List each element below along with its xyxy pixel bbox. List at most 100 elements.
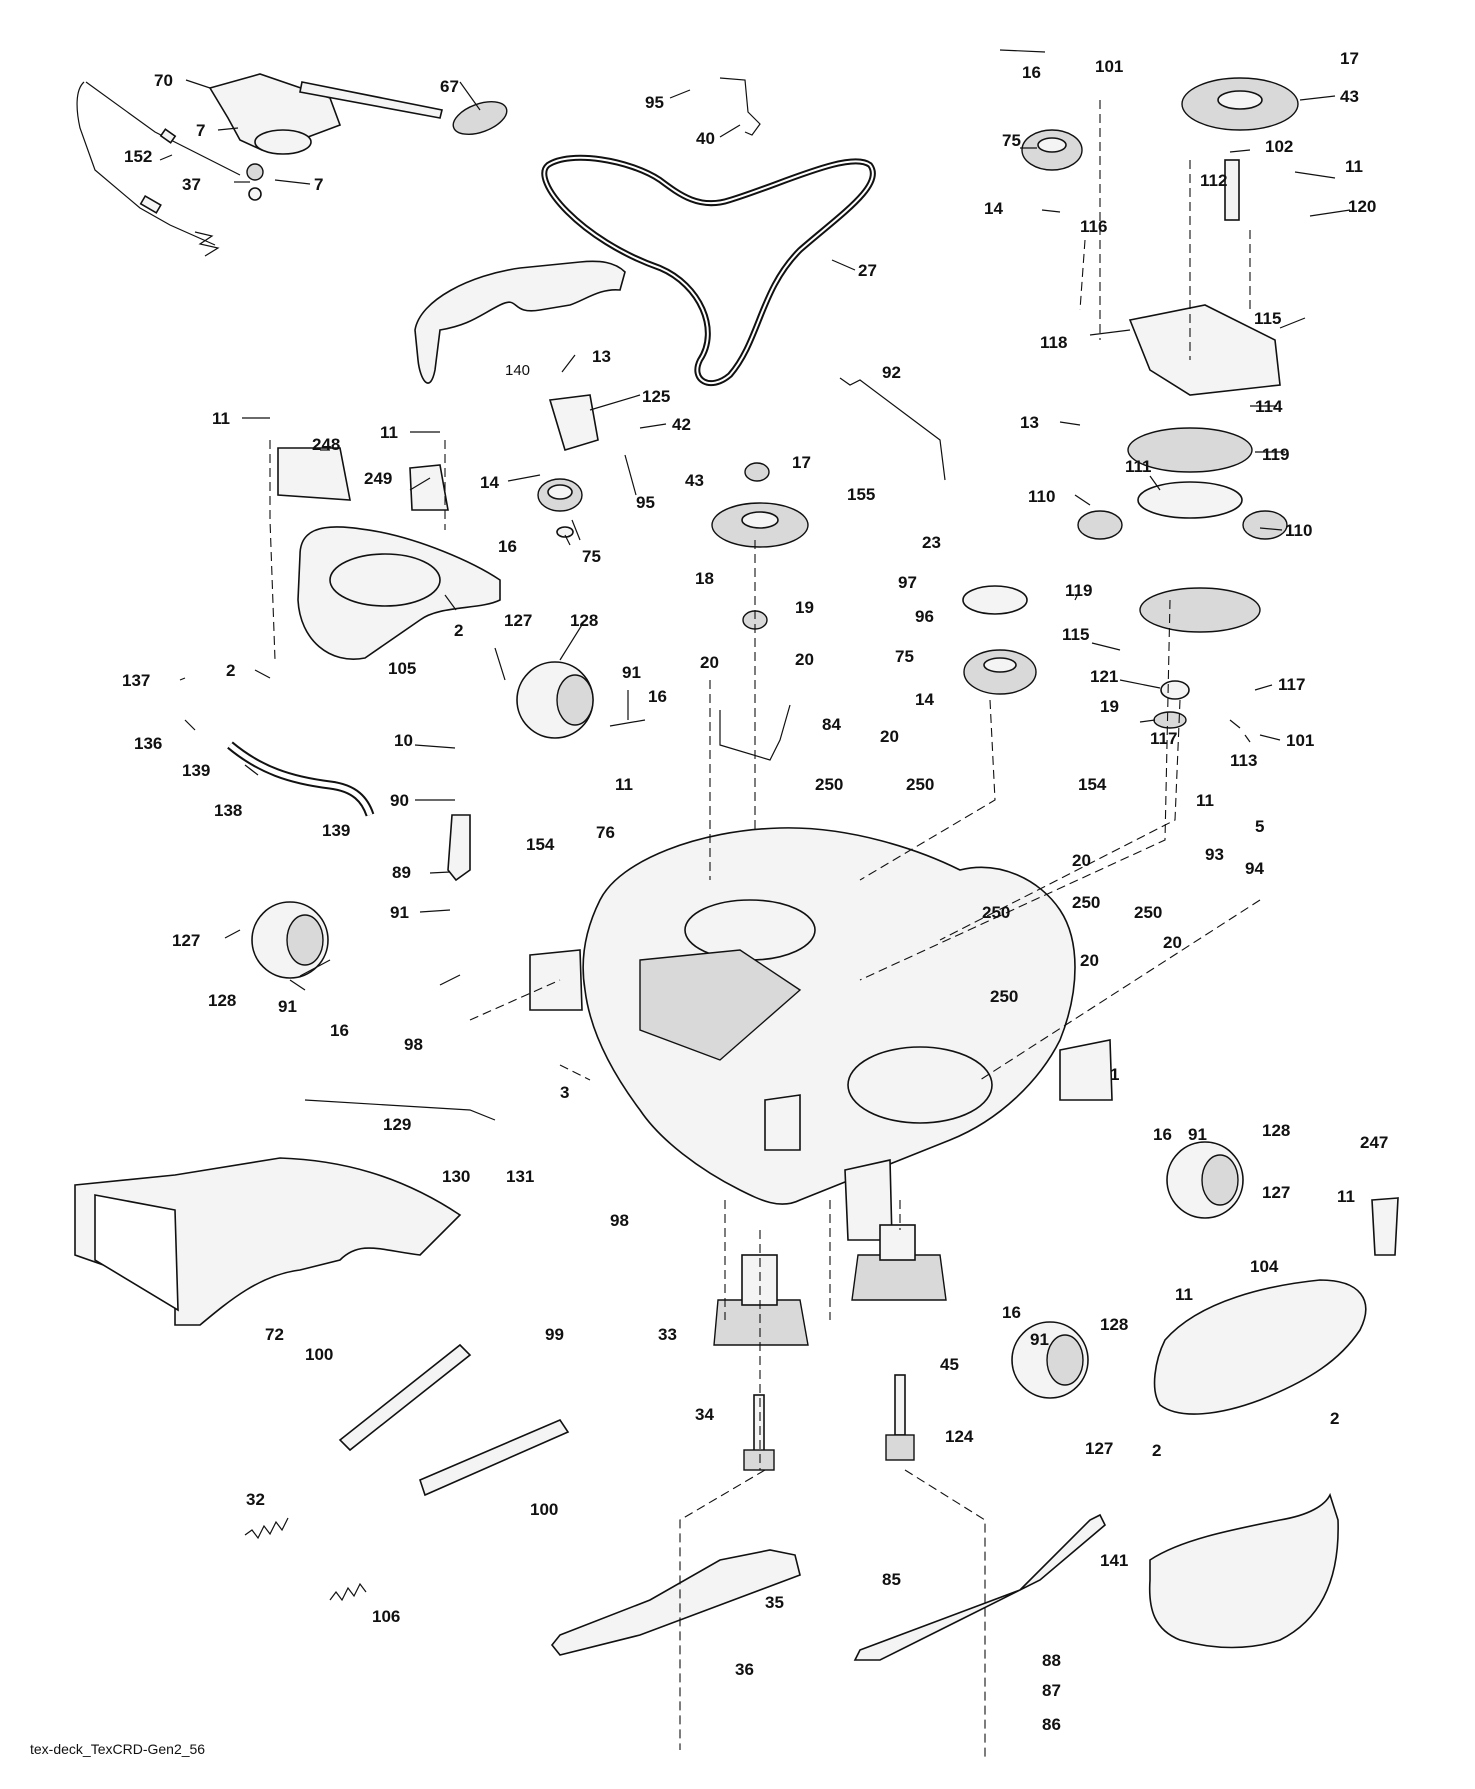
callout-label: 45 bbox=[940, 1355, 959, 1374]
callout-label: 119 bbox=[1262, 445, 1289, 464]
callout-label: 32 bbox=[246, 1490, 265, 1509]
callout-label: 113 bbox=[1230, 751, 1257, 770]
callout-label: 101 bbox=[1095, 57, 1123, 76]
callout-label: 98 bbox=[404, 1035, 423, 1054]
callout-label: 101 bbox=[1286, 731, 1314, 750]
callout-label: 11 bbox=[380, 423, 398, 442]
callout-label: 17 bbox=[792, 453, 811, 472]
callout-label: 104 bbox=[1250, 1257, 1279, 1276]
callout-label: 23 bbox=[922, 533, 941, 552]
callout-label: 2 bbox=[226, 661, 235, 680]
callout-label: 121 bbox=[1090, 667, 1118, 686]
callout-label: 87 bbox=[1042, 1681, 1061, 1700]
callout-label: 20 bbox=[880, 727, 899, 746]
callout-label: 99 bbox=[545, 1325, 564, 1344]
callout-label: 139 bbox=[182, 761, 210, 780]
callout-label: 128 bbox=[208, 991, 236, 1010]
callout-label: 72 bbox=[265, 1325, 284, 1344]
callout-label: 20 bbox=[795, 650, 814, 669]
spring-32-illustration bbox=[244, 1517, 289, 1540]
callout-label: 119 bbox=[1065, 581, 1092, 600]
callout-label: 90 bbox=[390, 791, 409, 810]
callout-label: 97 bbox=[898, 573, 917, 592]
callout-label: 11 bbox=[1196, 791, 1214, 810]
callout-label: 129 bbox=[383, 1115, 411, 1134]
callout-label: 88 bbox=[1042, 1651, 1061, 1670]
callout-label: 14 bbox=[984, 199, 1003, 218]
callout-label: 70 bbox=[154, 71, 173, 90]
callout-label: 247 bbox=[1360, 1133, 1388, 1152]
callout-label: 127 bbox=[172, 931, 200, 950]
leader-lines bbox=[159, 49, 1351, 991]
callout-label: 1 bbox=[1110, 1065, 1119, 1084]
callout-label: 34 bbox=[695, 1405, 714, 1424]
callout-label: 124 bbox=[945, 1427, 974, 1446]
center-pulleys-illustration bbox=[711, 462, 1037, 695]
callout-label: 110 bbox=[1285, 521, 1312, 540]
callout-label: 118 bbox=[1040, 333, 1067, 352]
callout-label: 125 bbox=[642, 387, 670, 406]
callout-label: 128 bbox=[570, 611, 598, 630]
blade-85-illustration bbox=[853, 1513, 1106, 1661]
link-99-illustration bbox=[338, 1343, 472, 1452]
callout-label: 14 bbox=[915, 690, 934, 709]
callout-label: 40 bbox=[696, 129, 715, 148]
callout-label: 67 bbox=[440, 77, 459, 96]
callout-label: 16 bbox=[1002, 1303, 1021, 1322]
link-99b-illustration bbox=[419, 1419, 570, 1497]
engagement-linkage-illustration bbox=[76, 73, 508, 257]
callout-label: 43 bbox=[1340, 87, 1359, 106]
callout-label: 248 bbox=[312, 435, 340, 454]
drawing-caption: tex-deck_TexCRD-Gen2_56 bbox=[30, 1741, 205, 1757]
callout-label: 152 bbox=[124, 147, 152, 166]
rod-92-illustration bbox=[839, 377, 946, 481]
spring-106-illustration bbox=[329, 1582, 367, 1602]
callout-label: 11 bbox=[212, 409, 230, 428]
callout-label: 17 bbox=[1340, 49, 1359, 68]
callout-label: 110 bbox=[1028, 487, 1055, 506]
callout-label: 11 bbox=[615, 775, 633, 794]
blade-guard-104-illustration bbox=[1153, 1279, 1367, 1415]
callout-label: 117 bbox=[1278, 675, 1305, 694]
callout-label: 116 bbox=[1080, 217, 1107, 236]
plate-249-illustration bbox=[409, 464, 449, 511]
callout-label: 141 bbox=[1100, 1551, 1128, 1570]
callout-label: 95 bbox=[636, 493, 655, 512]
callout-label: 91 bbox=[390, 903, 409, 922]
callout-label: 115 bbox=[1062, 625, 1089, 644]
callout-label: 75 bbox=[895, 647, 914, 666]
callout-label: 2 bbox=[454, 621, 463, 640]
callout-label: 92 bbox=[882, 363, 901, 382]
blade-35-illustration bbox=[550, 1549, 801, 1656]
callout-label: 86 bbox=[1042, 1715, 1061, 1734]
guard-141-illustration bbox=[1148, 1492, 1339, 1649]
callout-label: 91 bbox=[1188, 1125, 1207, 1144]
gauge-wheel-illustration bbox=[251, 661, 1244, 1399]
callout-label: 20 bbox=[1163, 933, 1182, 952]
callout-label: 2 bbox=[1152, 1441, 1161, 1460]
discharge-chute-illustration bbox=[74, 1157, 462, 1326]
callout-label: 37 bbox=[182, 175, 201, 194]
callout-label: 3 bbox=[560, 1083, 569, 1102]
callout-label: 140 bbox=[505, 362, 530, 379]
callout-labels: 70 67 7 7 152 37 95 40 27 140 13 125 42 … bbox=[122, 49, 1388, 1734]
callout-label: 250 bbox=[1072, 893, 1100, 912]
callout-label: 111 bbox=[1125, 457, 1152, 476]
callout-label: 42 bbox=[672, 415, 691, 434]
callout-label: 19 bbox=[1100, 697, 1119, 716]
callout-label: 16 bbox=[330, 1021, 349, 1040]
callout-label: 33 bbox=[658, 1325, 677, 1344]
rod-illustration bbox=[719, 77, 761, 136]
callout-label: 13 bbox=[592, 347, 611, 366]
callout-label: 20 bbox=[700, 653, 719, 672]
belt-shield-illustration bbox=[414, 260, 626, 384]
callout-label: 7 bbox=[196, 121, 205, 140]
callout-label: 11 bbox=[1345, 157, 1363, 176]
top-drive-illustration bbox=[1021, 77, 1299, 729]
callout-label: 19 bbox=[795, 598, 814, 617]
callout-label: 18 bbox=[695, 569, 714, 588]
callout-label: 5 bbox=[1255, 817, 1264, 836]
bracket-89-illustration bbox=[447, 814, 471, 882]
callout-label: 137 bbox=[122, 671, 150, 690]
